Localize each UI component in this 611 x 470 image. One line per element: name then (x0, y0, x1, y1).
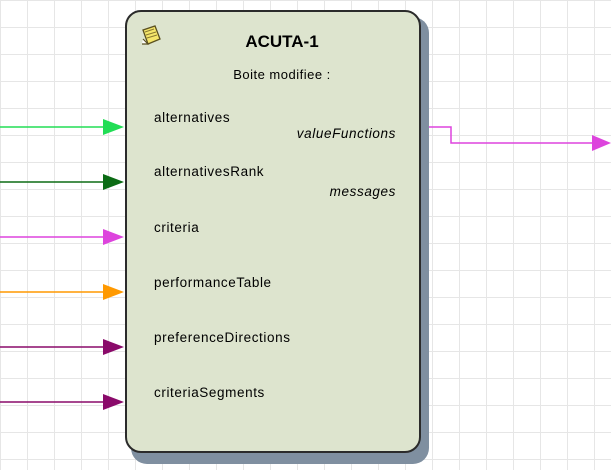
wire-arrow-alternatives (103, 119, 124, 135)
wire-arrow-alternatives-rank (103, 174, 124, 190)
program-node[interactable]: ACUTA-1 Boite modifiee : (125, 10, 421, 453)
wire-arrow-value-functions (592, 135, 611, 151)
input-label-alternatives: alternatives (154, 110, 231, 125)
input-label-criteria-segments: criteriaSegments (154, 385, 265, 400)
wire-value-functions[interactable] (405, 126, 592, 144)
wire-arrow-performance-table (103, 284, 124, 300)
wire-arrow-criteria (103, 229, 124, 245)
input-label-alternatives-rank: alternativesRank (154, 164, 265, 179)
note-pad-icon (142, 25, 161, 45)
input-label-criteria: criteria (154, 220, 200, 235)
output-label-value-functions: valueFunctions (296, 126, 396, 141)
input-label-preference-directions: preferenceDirections (154, 330, 291, 345)
node-subtitle: Boite modifiee : (233, 67, 331, 82)
input-label-performance-table: performanceTable (154, 275, 272, 290)
wire-arrow-criteria-segments (103, 394, 124, 410)
node-title: ACUTA-1 (245, 32, 319, 51)
output-label-messages: messages (329, 184, 396, 199)
wire-arrow-preference-directions (103, 339, 124, 355)
